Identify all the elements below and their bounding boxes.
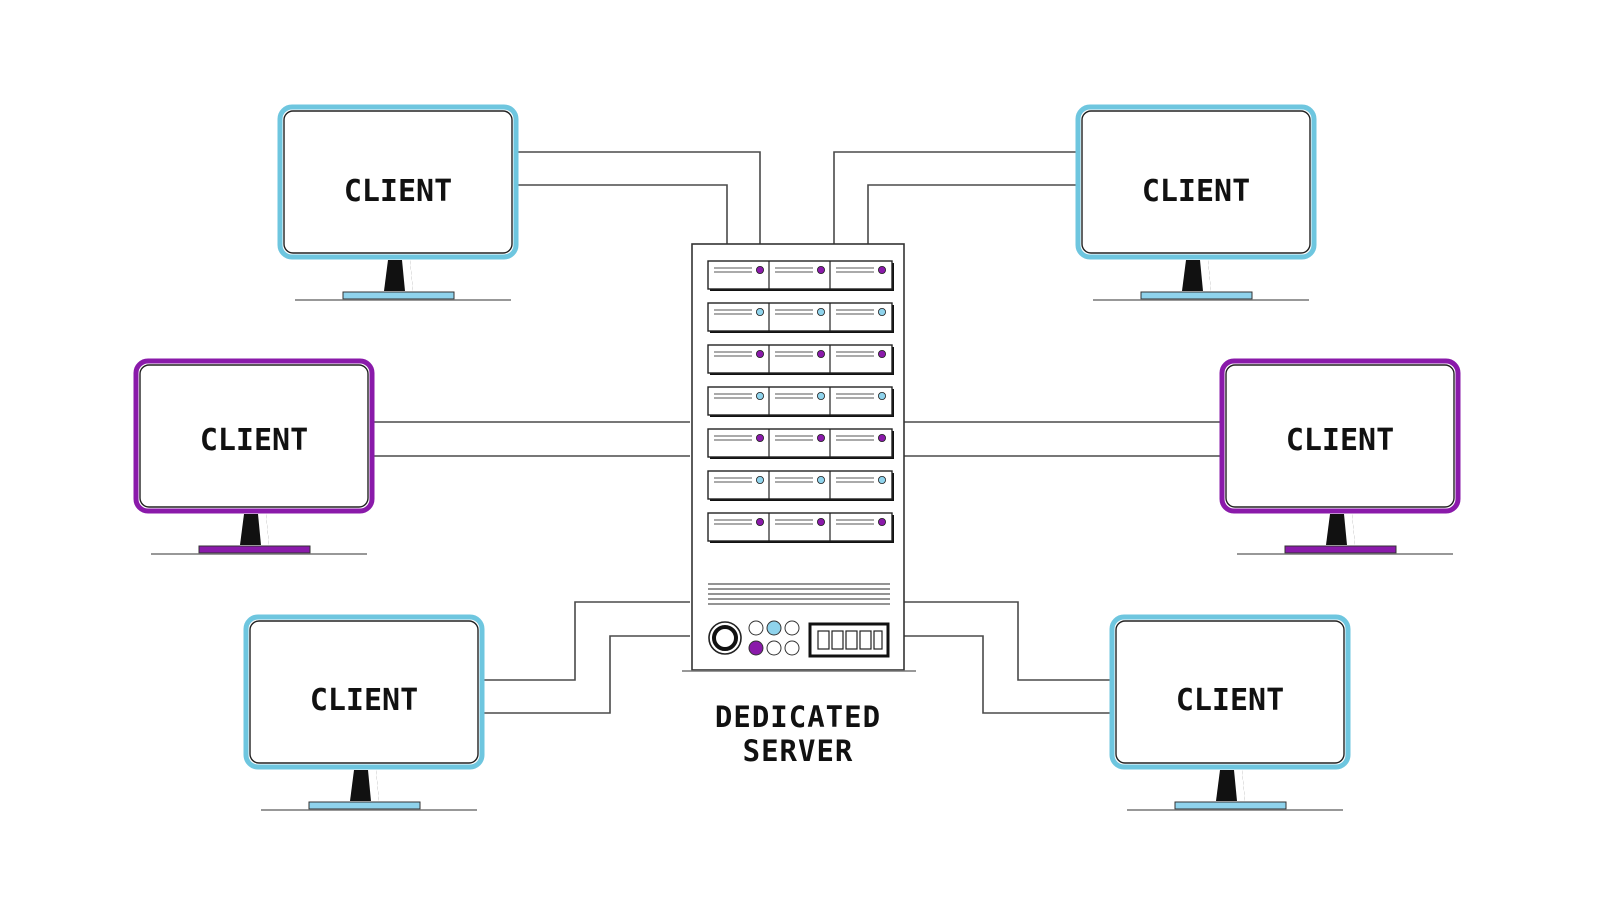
- drive-row-1: [707, 260, 894, 291]
- client-label: CLIENT: [344, 174, 452, 209]
- client-monitor-top-right: CLIENT: [1075, 104, 1317, 301]
- server-display-panel: [808, 622, 890, 658]
- wire-top-right-inner: [867, 184, 1078, 244]
- monitor-stand: [151, 514, 367, 555]
- client-monitor-bottom-left: CLIENT: [243, 614, 485, 811]
- wire-bottom-right-outer: [902, 601, 1112, 681]
- server-drive-bays: [707, 260, 894, 543]
- client-label: CLIENT: [1176, 683, 1284, 718]
- monitor-stand: [1127, 770, 1343, 811]
- connection-wires: [372, 151, 1222, 714]
- client-label: CLIENT: [1142, 174, 1250, 209]
- server-vent: [708, 583, 890, 605]
- drive-row-4: [707, 386, 894, 417]
- monitor-stand: [1093, 260, 1309, 301]
- server-label-line-2: SERVER: [743, 734, 854, 768]
- wire-top-right-outer: [833, 151, 1078, 244]
- wire-top-left-outer: [516, 151, 761, 244]
- drive-row-2: [707, 302, 894, 333]
- client-label: CLIENT: [1286, 423, 1394, 458]
- monitor-stand: [1237, 514, 1453, 555]
- client-monitor-middle-right: CLIENT: [1219, 358, 1461, 555]
- drive-row-6: [707, 470, 894, 501]
- power-button-icon: [708, 621, 742, 655]
- wire-bottom-left-inner: [482, 635, 690, 714]
- wire-top-left-inner: [516, 184, 728, 244]
- monitor-stand: [295, 260, 511, 301]
- status-leds: [748, 620, 800, 656]
- wire-bottom-right-inner: [902, 635, 1112, 714]
- dedicated-server: [682, 243, 916, 672]
- drive-row-5: [707, 428, 894, 459]
- client-monitor-top-left: CLIENT: [277, 104, 519, 301]
- wire-bottom-left-outer: [482, 601, 690, 681]
- client-monitor-middle-left: CLIENT: [133, 358, 375, 555]
- client-label: CLIENT: [200, 423, 308, 458]
- monitor-stand: [261, 770, 477, 811]
- drive-row-3: [707, 344, 894, 375]
- server-label-line-1: DEDICATED: [715, 700, 881, 734]
- client-monitor-bottom-right: CLIENT: [1109, 614, 1351, 811]
- client-label: CLIENT: [310, 683, 418, 718]
- drive-row-7: [707, 512, 894, 543]
